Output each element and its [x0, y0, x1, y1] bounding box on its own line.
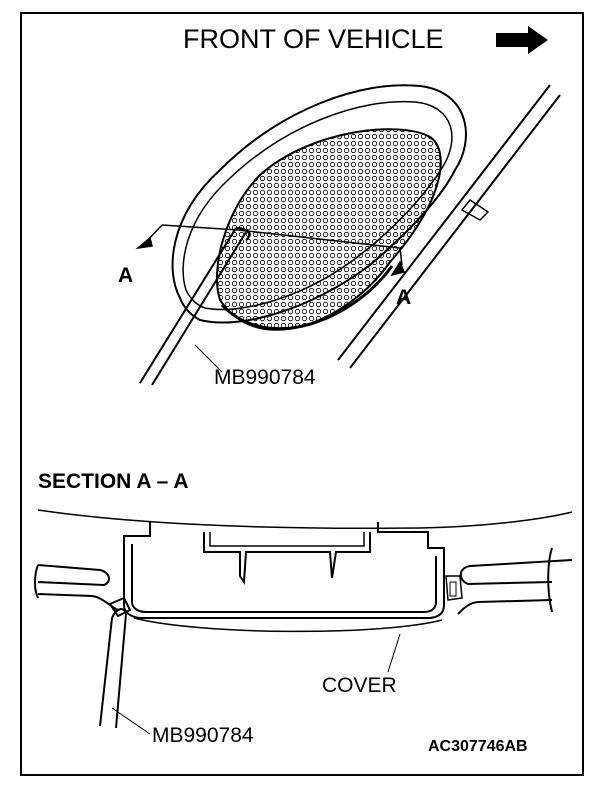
cover-leader — [387, 633, 401, 673]
front-of-vehicle-label: FRONT OF VEHICLE — [183, 24, 444, 54]
trim-panel-edge — [337, 84, 561, 369]
tool-label-section: MB990784 — [152, 724, 254, 747]
section-cut-line — [135, 224, 406, 277]
figure-id: AC307746AB — [428, 738, 528, 755]
section-title: SECTION A – A — [38, 470, 189, 493]
tool-leader-section — [111, 707, 151, 735]
tool-blade-section — [99, 608, 127, 729]
section-view — [34, 509, 573, 633]
section-mark-right: A — [396, 286, 412, 309]
speaker-grille — [216, 128, 442, 331]
tool-blade-top — [139, 227, 251, 386]
cover-label: COVER — [322, 674, 397, 697]
tool-leader-top — [194, 344, 223, 373]
right-arrow-icon — [496, 26, 548, 54]
section-mark-left: A — [118, 264, 134, 287]
figure-frame — [20, 12, 584, 776]
tool-label-top: MB990784 — [214, 366, 316, 389]
